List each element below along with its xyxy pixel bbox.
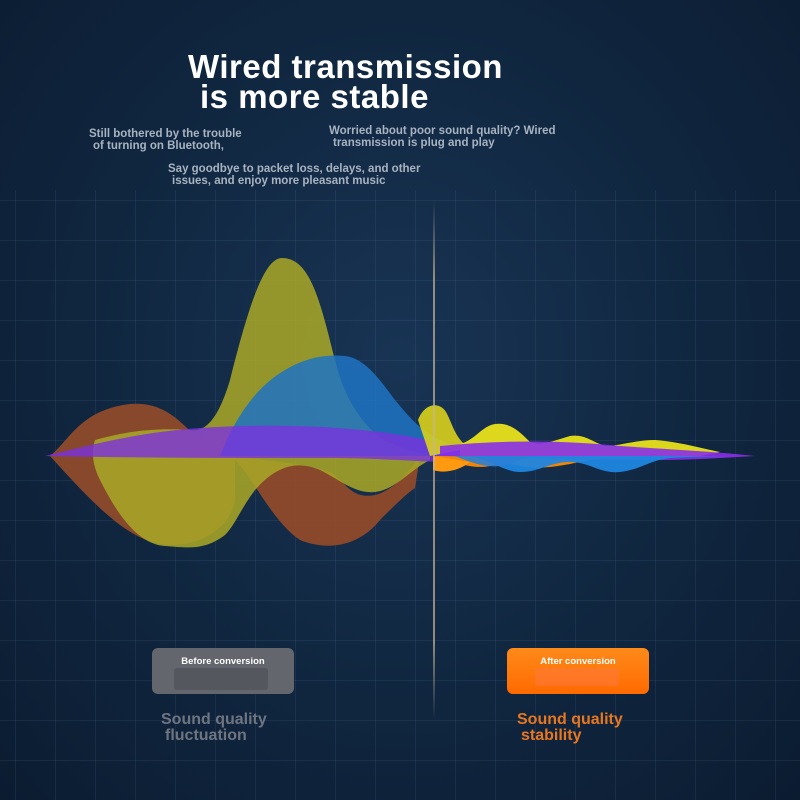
wave-blue-small-right	[455, 456, 535, 467]
wave-blue-right	[470, 456, 750, 473]
before-conversion-badge: Before conversion	[152, 648, 294, 694]
after-conversion-badge: After conversion	[507, 648, 649, 694]
wave-yellow-small-left	[418, 405, 470, 456]
caption-fluctuation: Sound quality fluctuation	[161, 711, 267, 744]
wave-brown-right	[230, 456, 420, 546]
wave-purple-left	[45, 425, 450, 462]
subtext-sound-quality: Worried about poor sound quality? Wired …	[329, 125, 556, 149]
headline-line-2: is more stable	[200, 78, 429, 115]
subtext-bluetooth: Still bothered by the trouble of turning…	[89, 128, 242, 152]
headline: Wired transmission is more stable	[188, 48, 503, 115]
comparison-divider	[433, 200, 435, 720]
wave-purple-right	[440, 441, 755, 460]
after-conversion-label: After conversion	[540, 656, 616, 667]
badge-blur	[174, 668, 268, 690]
wave-orange-under	[433, 456, 470, 472]
caption-stability: Sound quality stability	[517, 711, 623, 744]
subtext-packet-loss: Say goodbye to packet loss, delays, and …	[168, 163, 421, 187]
before-conversion-label: Before conversion	[181, 656, 265, 667]
headline-line-1: Wired transmission	[188, 48, 503, 85]
badge-blur	[535, 668, 619, 686]
